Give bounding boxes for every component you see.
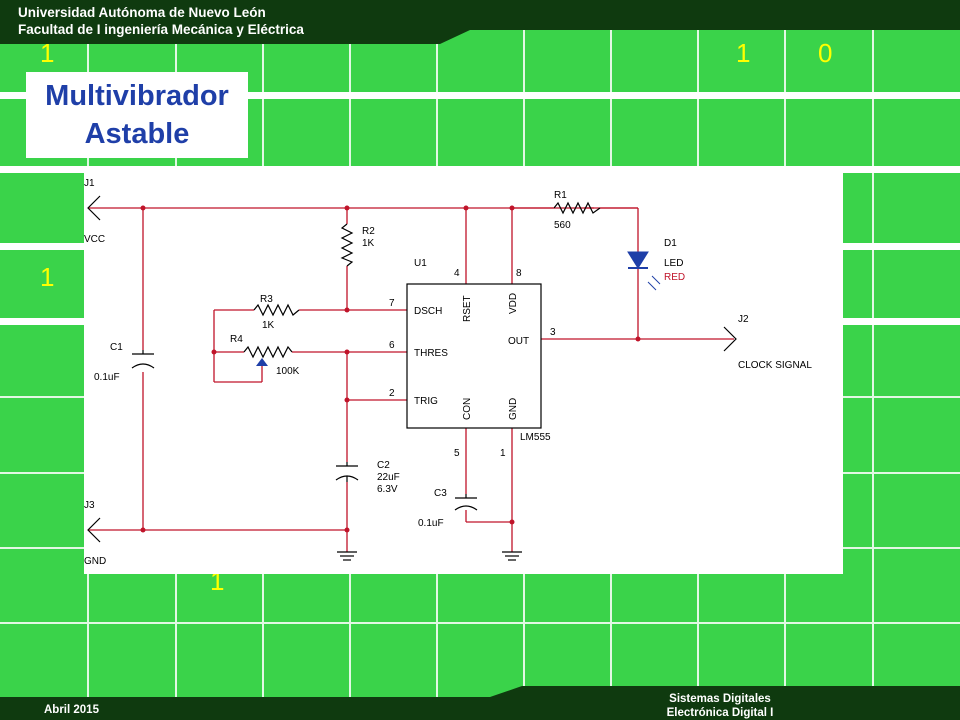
decor-digit: 0 (818, 38, 833, 68)
label-vdd: VDD (508, 293, 519, 314)
slide-title: Multivibrador Astable (26, 72, 248, 158)
components (87, 195, 737, 561)
decor-digit: 1 (40, 38, 55, 68)
label-dsch: DSCH (414, 306, 442, 317)
pin-1: 1 (500, 448, 506, 459)
label-c1-value: 0.1uF (94, 372, 120, 383)
junctions (140, 205, 641, 533)
title-line-2: Astable (84, 118, 190, 150)
label-d1: D1 (664, 238, 677, 249)
header-faculty: Facultad de I ingeniería Mecánica y Eléc… (18, 22, 304, 37)
label-r3-value: 1K (262, 320, 275, 331)
pin-4: 4 (454, 268, 460, 279)
pin-3: 3 (550, 327, 556, 338)
label-thres: THRES (414, 348, 448, 359)
label-trig: TRIG (414, 396, 438, 407)
label-clock-signal: CLOCK SIGNAL (738, 360, 812, 371)
label-j3: J3 (84, 500, 95, 511)
label-out: OUT (508, 336, 529, 347)
pin-7: 7 (389, 298, 395, 309)
footer-subject: Electrónica Digital I (666, 707, 774, 719)
label-c2: C2 (377, 460, 390, 471)
label-r4: R4 (230, 334, 243, 345)
label-j1: J1 (84, 178, 95, 189)
footer-course: Sistemas Digitales (669, 693, 771, 705)
label-r4-value: 100K (276, 366, 300, 377)
pin-6: 6 (389, 340, 395, 351)
label-c3-value: 0.1uF (418, 518, 444, 529)
label-c2-value: 22uF (377, 472, 400, 483)
led-icon (627, 251, 649, 269)
label-rset: RSET (462, 295, 473, 322)
decor-digit: 1 (40, 262, 55, 292)
label-r3: R3 (260, 294, 273, 305)
label-con: CON (462, 398, 473, 420)
title-line-1: Multivibrador (45, 80, 229, 112)
label-r1-value: 560 (554, 220, 571, 231)
wires (88, 207, 734, 552)
pin-8: 8 (516, 268, 522, 279)
label-c3: C3 (434, 488, 447, 499)
label-c2-voltage: 6.3V (377, 484, 398, 495)
label-r2-value: 1K (362, 238, 375, 249)
pin-5: 5 (454, 448, 460, 459)
label-vcc: VCC (84, 234, 105, 245)
label-r1: R1 (554, 190, 567, 201)
pin-2: 2 (389, 388, 395, 399)
astable-circuit-diagram: J1 VCC J3 GND C1 0.1uF R2 1K R3 1K R4 10… (84, 172, 843, 574)
decor-digit: 1 (736, 38, 751, 68)
label-r2: R2 (362, 226, 375, 237)
label-gnd-pin: GND (508, 398, 519, 420)
label-u1: U1 (414, 258, 427, 269)
label-led: LED (664, 258, 683, 269)
footer-date: Abril 2015 (44, 704, 99, 716)
label-gnd: GND (84, 556, 106, 567)
header-university: Universidad Autónoma de Nuevo León (18, 5, 266, 20)
label-red: RED (664, 272, 685, 283)
label-c1: C1 (110, 342, 123, 353)
label-ic: LM555 (520, 432, 551, 443)
label-j2: J2 (738, 314, 749, 325)
